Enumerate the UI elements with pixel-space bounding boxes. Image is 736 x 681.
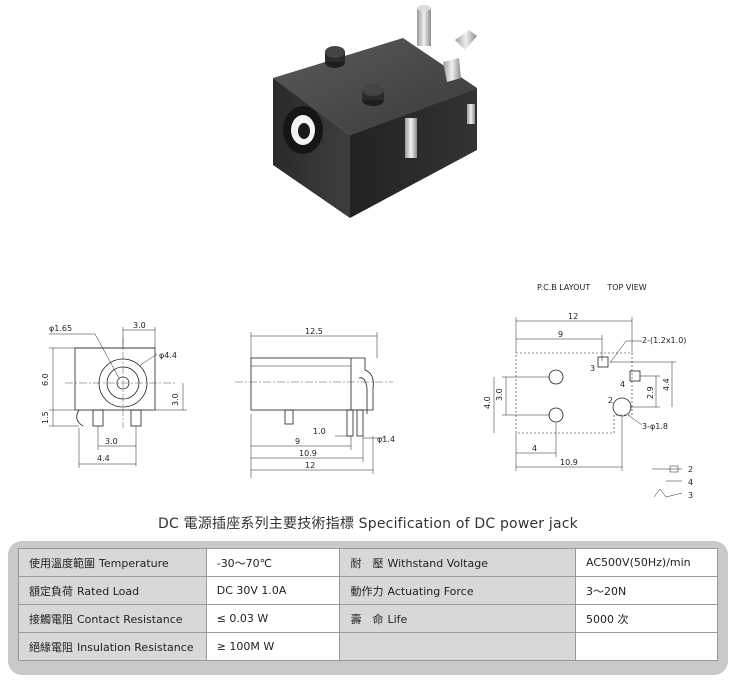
spec-label-zh: 動作力	[350, 584, 384, 598]
pcb-heading: P.C.B LAYOUT TOP VIEW	[537, 283, 647, 292]
dim-pin-gap: 1.0	[313, 427, 326, 436]
dim-pcb-left-h: 4.0	[483, 396, 492, 409]
pcb-layout-drawing: 12 9 2-(1.2x1.0) 3 4 2 4.0 3.0 2.9 4.4 3…	[483, 312, 693, 500]
spec-value-cell: 5000 次	[575, 604, 718, 633]
spec-label-en: Rated Load	[77, 584, 140, 598]
dim-pcb-2-9: 2.9	[646, 386, 655, 399]
pcb-layout-label: P.C.B LAYOUT	[537, 283, 591, 292]
spec-label-cell: 額定負荷 Rated Load	[18, 576, 207, 605]
spec-label-cell: 絕緣電阻 Insulation Resistance	[18, 632, 207, 661]
dim-base-width: 4.4	[97, 454, 110, 463]
spec-label-en: Temperature	[99, 556, 169, 570]
table-row: 絕緣電阻 Insulation Resistance ≥ 100M W	[18, 632, 718, 661]
pad-hole-upper	[548, 369, 564, 385]
top-view-label: TOP VIEW	[607, 283, 647, 292]
side-view-drawing: 12.5 1.0 φ1.4 9 10.9 12	[235, 327, 395, 478]
schematic-pin-2: 2	[688, 465, 693, 474]
spec-label-zh: 壽 命	[350, 612, 384, 626]
spec-label-cell: 接觸電阻 Contact Resistance	[18, 604, 207, 633]
dim-pin-height: 1.5	[41, 411, 50, 424]
schematic-pin-3: 3	[688, 491, 693, 500]
spec-label-zh: 絕緣電阻	[29, 640, 73, 654]
spec-label-en: Contact Resistance	[77, 612, 183, 626]
side-body-outline	[250, 357, 352, 411]
dim-height: 6.0	[41, 373, 50, 386]
spec-label-zh: 耐 壓	[350, 556, 384, 570]
spec-empty-cell	[575, 632, 718, 661]
spec-label-en: Insulation Resistance	[77, 640, 194, 654]
dim-slot: 2-(1.2x1.0)	[642, 336, 686, 345]
dim-12: 12	[305, 461, 315, 470]
dim-outer-dia: φ4.4	[159, 351, 177, 360]
dim-pcb-10-9: 10.9	[560, 458, 578, 467]
dim-top-width: 3.0	[133, 321, 146, 330]
spec-value-cell: ≤ 0.03 W	[205, 604, 341, 633]
spec-title: DC 電源插座系列主要技術指標 Specification of DC powe…	[158, 516, 578, 532]
product-photo	[273, 5, 477, 218]
spec-label-en: Life	[387, 612, 408, 626]
spec-value-cell: -30～70℃	[205, 548, 341, 577]
spec-label-zh: 使用溫度範圍	[29, 556, 95, 570]
pin-label-3: 3	[590, 364, 595, 373]
pad-hole-right	[612, 397, 632, 417]
spec-label-en: Actuating Force	[387, 584, 474, 598]
dim-hole-dia: φ1.65	[49, 324, 72, 333]
dim-pcb-4: 4	[532, 444, 537, 453]
pcb-outline	[515, 352, 633, 434]
spec-label-en: Withstand Voltage	[387, 556, 488, 570]
dim-pcb-4-4: 4.4	[662, 378, 671, 391]
spec-empty-cell	[339, 632, 577, 661]
dim-pcb-width: 12	[568, 312, 578, 321]
dim-9: 9	[295, 437, 300, 446]
spec-label-zh: 接觸電阻	[29, 612, 73, 626]
pin-label-4: 4	[620, 380, 625, 389]
spec-value-cell: DC 30V 1.0A	[205, 576, 341, 605]
spec-value-cell: AC500V(50Hz)/min	[575, 548, 718, 577]
schematic-pin-4: 4	[688, 478, 693, 487]
spec-value-cell: 3～20N	[575, 576, 718, 605]
dim-pcb-9: 9	[558, 330, 563, 339]
spec-value-cell: ≥ 100M W	[205, 632, 341, 661]
pad-hole-lower	[548, 407, 564, 423]
dim-pcb-inner-h: 3.0	[495, 388, 504, 401]
dim-pin-width: 3.0	[105, 437, 118, 446]
dim-right-height: 3.0	[171, 393, 180, 406]
dim-pcb-hole: 3-φ1.8	[642, 422, 668, 431]
spec-label-zh: 額定負荷	[29, 584, 73, 598]
spec-label-cell: 使用溫度範圍 Temperature	[18, 548, 207, 577]
dim-length: 12.5	[305, 327, 323, 336]
schematic-symbol: 2 4 3	[652, 465, 693, 500]
dim-pin-dia: φ1.4	[377, 435, 395, 444]
front-view-drawing: 3.0 φ1.65 φ4.4 6.0 1.5 3.0 3.0 4.4	[41, 321, 187, 468]
dim-10-9: 10.9	[299, 449, 317, 458]
pin-label-2: 2	[608, 396, 613, 405]
front-body-outline	[74, 347, 156, 411]
